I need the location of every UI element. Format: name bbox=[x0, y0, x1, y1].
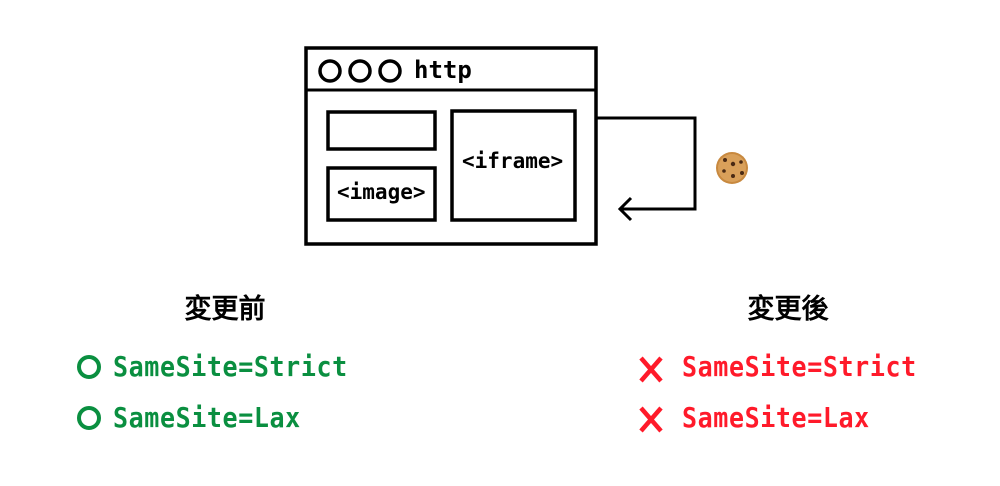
iframe-label: <iframe> bbox=[462, 149, 564, 173]
before-heading: 変更前 bbox=[184, 294, 266, 325]
cookie-flow-arrow bbox=[597, 116, 697, 211]
image-block bbox=[326, 166, 437, 222]
circle-ok-icon bbox=[77, 406, 101, 430]
after-item-strict: SameSite=Strict bbox=[682, 350, 917, 383]
window-button-icon bbox=[378, 59, 402, 83]
arrow-head-icon bbox=[617, 196, 633, 222]
before-item-lax: SameSite=Lax bbox=[113, 401, 301, 434]
image-label: <image> bbox=[337, 180, 426, 204]
cross-ng-icon bbox=[639, 406, 663, 433]
iframe-block bbox=[450, 109, 577, 222]
cross-ng-icon bbox=[639, 356, 663, 383]
after-item-lax: SameSite=Lax bbox=[682, 401, 870, 434]
after-heading: 変更後 bbox=[747, 294, 829, 325]
circle-ok-icon bbox=[77, 355, 101, 379]
address-bar-text: http bbox=[414, 56, 472, 84]
content-block bbox=[326, 110, 437, 151]
window-button-icon bbox=[348, 59, 372, 83]
cookie-icon bbox=[716, 152, 748, 184]
before-item-strict: SameSite=Strict bbox=[113, 350, 348, 383]
window-button-icon bbox=[318, 59, 342, 83]
